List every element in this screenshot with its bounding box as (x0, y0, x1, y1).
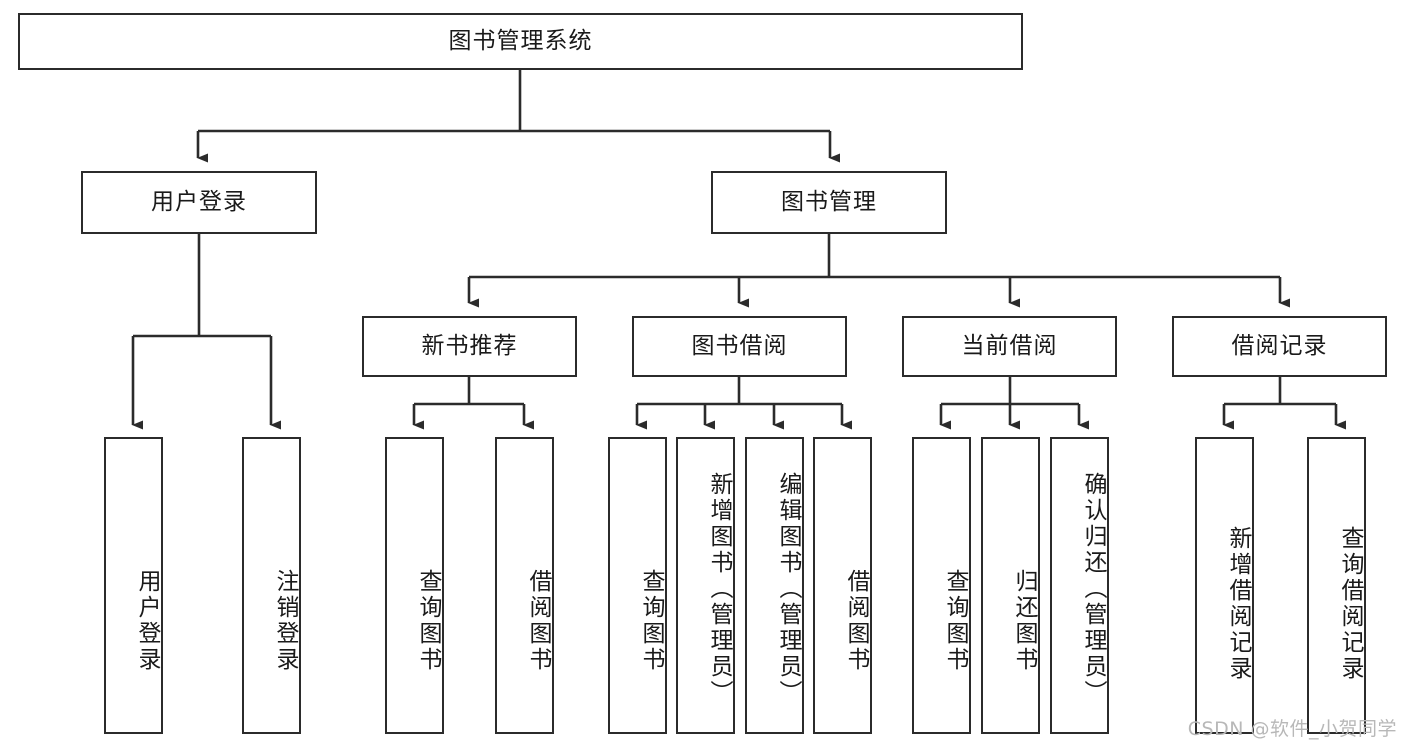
node-leaf-confirm-return-label: 确认归还（管理员） (1080, 471, 1106, 706)
node-user-login[interactable]: 用户登录 (81, 171, 317, 234)
node-new-book-recommend-label: 新书推荐 (421, 332, 518, 359)
node-leaf-add-record-label: 新增借阅记录 (1225, 525, 1251, 682)
node-leaf-borrow-book-b[interactable]: 借阅图书 (813, 437, 872, 734)
node-book-borrow-label: 图书借阅 (691, 332, 788, 359)
node-leaf-add-book[interactable]: 新增图书（管理员） (676, 437, 735, 734)
node-leaf-edit-book[interactable]: 编辑图书（管理员） (745, 437, 804, 734)
node-user-login-label: 用户登录 (151, 188, 247, 215)
node-leaf-add-record[interactable]: 新增借阅记录 (1195, 437, 1254, 734)
node-leaf-user-login-label: 用户登录 (134, 568, 160, 673)
node-leaf-query-book-c[interactable]: 查询图书 (912, 437, 971, 734)
node-root[interactable]: 图书管理系统 (18, 13, 1023, 70)
node-leaf-query-book-c-label: 查询图书 (942, 568, 968, 673)
node-current-borrow[interactable]: 当前借阅 (902, 316, 1117, 377)
node-leaf-logout-label: 注销登录 (272, 568, 298, 673)
node-current-borrow-label: 当前借阅 (961, 332, 1058, 359)
node-leaf-logout[interactable]: 注销登录 (242, 437, 301, 734)
node-leaf-add-book-label: 新增图书（管理员） (706, 471, 732, 706)
node-book-manage-label: 图书管理 (781, 188, 877, 215)
node-leaf-return-book[interactable]: 归还图书 (981, 437, 1040, 734)
node-leaf-borrow-book-a[interactable]: 借阅图书 (495, 437, 554, 734)
node-new-book-recommend[interactable]: 新书推荐 (362, 316, 577, 377)
node-leaf-query-book-a[interactable]: 查询图书 (385, 437, 444, 734)
node-leaf-borrow-book-a-label: 借阅图书 (525, 568, 551, 673)
node-leaf-confirm-return[interactable]: 确认归还（管理员） (1050, 437, 1109, 734)
node-leaf-borrow-book-b-label: 借阅图书 (843, 568, 869, 673)
node-borrow-record-label: 借阅记录 (1231, 332, 1328, 359)
node-leaf-query-book-a-label: 查询图书 (415, 568, 441, 673)
node-leaf-edit-book-label: 编辑图书（管理员） (775, 471, 801, 706)
node-leaf-return-book-label: 归还图书 (1011, 568, 1037, 673)
node-root-label: 图书管理系统 (448, 27, 593, 54)
node-leaf-query-book-b[interactable]: 查询图书 (608, 437, 667, 734)
node-book-borrow[interactable]: 图书借阅 (632, 316, 847, 377)
node-leaf-query-book-b-label: 查询图书 (638, 568, 664, 673)
node-book-manage[interactable]: 图书管理 (711, 171, 947, 234)
node-borrow-record[interactable]: 借阅记录 (1172, 316, 1387, 377)
node-leaf-query-record-label: 查询借阅记录 (1337, 525, 1363, 682)
node-leaf-query-record[interactable]: 查询借阅记录 (1307, 437, 1366, 734)
node-leaf-user-login[interactable]: 用户登录 (104, 437, 163, 734)
